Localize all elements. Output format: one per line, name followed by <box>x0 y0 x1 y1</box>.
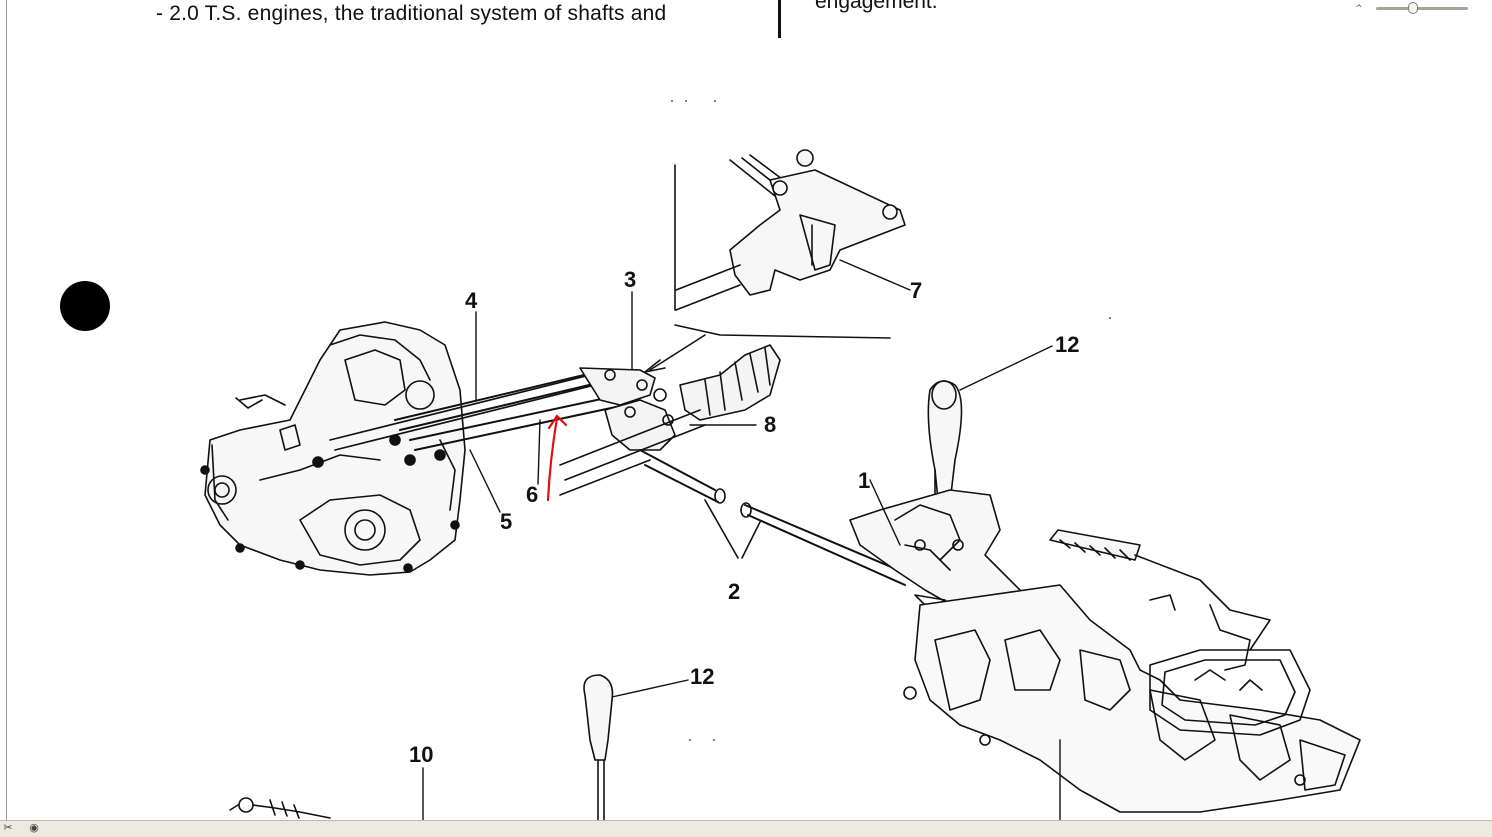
left-column-text: - 2.0 T.S. engines, the traditional syst… <box>156 2 667 25</box>
rod-bracket <box>604 344 781 451</box>
callout-8: 8 <box>764 412 777 437</box>
section-bullet <box>60 281 110 331</box>
floor-tunnel <box>903 529 1361 813</box>
page-left-border <box>6 0 7 820</box>
gearshift-linkage-diagram <box>200 100 1361 820</box>
callout-1: 1 <box>858 468 871 493</box>
callout-4: 4 <box>465 288 478 313</box>
red-annotation-arrow <box>546 414 568 502</box>
zoom-slider-track[interactable] <box>1376 7 1468 10</box>
leader-lines <box>422 259 1061 820</box>
upper-mount <box>644 149 906 373</box>
right-column-text: engagement. <box>815 0 938 13</box>
callout-2: 2 <box>728 579 741 604</box>
zoom-slider-thumb[interactable] <box>1408 2 1418 14</box>
callout-10: 10 <box>409 742 434 767</box>
zoom-marker: ^ <box>1355 4 1363 14</box>
gear-lever-assembly <box>849 380 1031 621</box>
gearbox-housing <box>200 321 466 576</box>
callout-3: 3 <box>624 267 637 292</box>
status-bar: ✂ ◉ <box>0 820 1492 837</box>
callout-6: 6 <box>526 482 539 507</box>
callout-12-top: 12 <box>1055 332 1080 357</box>
scissors-icon[interactable]: ✂ <box>3 821 13 834</box>
callout-5: 5 <box>500 509 513 534</box>
callout-12-bottom: 12 <box>690 664 715 689</box>
shift-shafts <box>559 409 911 586</box>
callout-7: 7 <box>910 278 923 303</box>
column-divider <box>778 0 781 38</box>
lower-cable-part <box>229 797 331 819</box>
linkage-rods <box>329 367 656 451</box>
gear-knob <box>583 674 614 820</box>
camera-icon[interactable]: ◉ <box>29 821 39 834</box>
